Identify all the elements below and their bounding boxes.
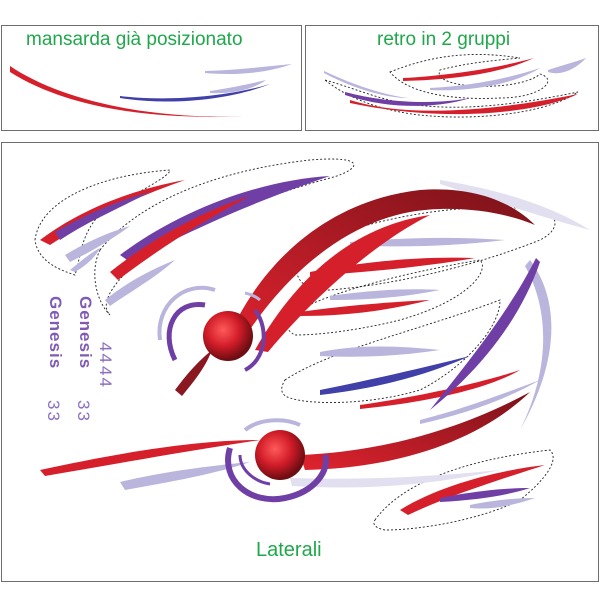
decal-genesis-1: Genesis bbox=[76, 296, 95, 370]
decal-number-44-1: 44 bbox=[96, 342, 115, 365]
decal-number-44-2: 44 bbox=[96, 366, 115, 389]
laterali-stripes bbox=[40, 176, 590, 515]
mansarda-stripes bbox=[10, 64, 292, 117]
decal-number-33-2: 33 bbox=[44, 400, 63, 423]
retro-stripes bbox=[324, 54, 586, 118]
caption-mansarda: mansarda già posizionato bbox=[26, 29, 243, 50]
laterali-rings bbox=[157, 285, 329, 503]
red-ball-upper bbox=[203, 311, 253, 361]
red-ball-lower bbox=[255, 430, 305, 480]
decal-genesis-2: Genesis bbox=[46, 296, 65, 370]
laterali-main-swooshes bbox=[40, 189, 535, 490]
caption-laterali: Laterali bbox=[256, 539, 322, 561]
decal-number-33-1: 33 bbox=[74, 400, 93, 423]
caption-retro: retro in 2 gruppi bbox=[377, 29, 511, 50]
